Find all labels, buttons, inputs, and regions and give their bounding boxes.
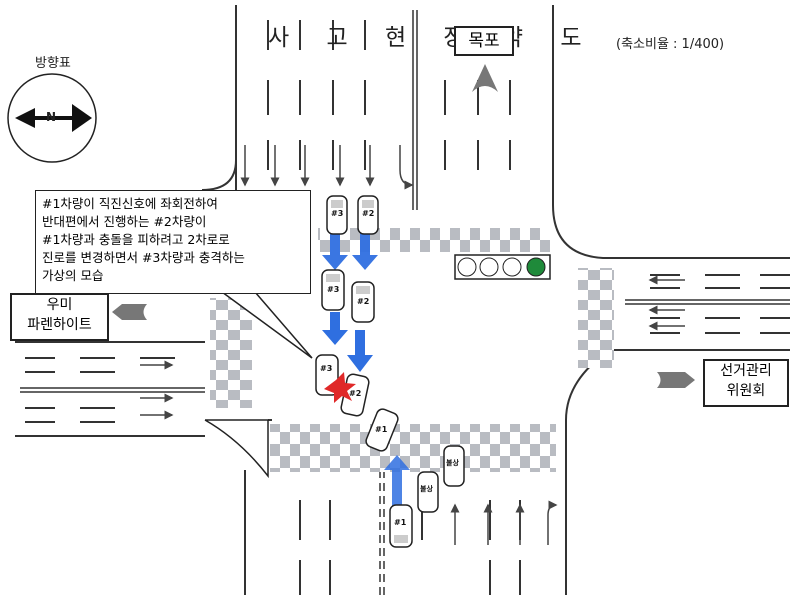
sign-right-line-1: 선거관리 [720,363,772,379]
vehicle-1-label-b: #1 [375,425,388,434]
crosswalk-north [318,228,550,252]
vehicle-2-mid [351,281,375,323]
vehicle-3-label-c: #3 [320,364,333,373]
callout-line-3: #1차량과 충돌을 피하려고 2차로로 [42,232,230,247]
sign-left-line-2: 파렌하이트 [27,317,92,333]
callout-pointer [221,291,313,359]
sign-mokpo: 목포 [454,26,514,56]
lane-arrows-north [240,145,414,190]
vehicle-1-impact [365,408,399,452]
crosswalk-east [578,268,614,368]
left-arrow-icon [112,304,147,320]
callout-line-2: 반대편에서 진행하는 #2차량이 [42,214,207,229]
lane-arrows-south [450,500,558,545]
north-arrow-icon [7,73,97,163]
vehicle-2-start [357,195,379,235]
impact-marker [324,372,356,403]
accident-description-callout: #1차량이 직진신호에 좌회전하여 반대편에서 진행하는 #2차량이 #1차량과… [35,190,311,294]
vehicle-1-label-a: #1 [394,518,407,527]
sign-election-commission: 선거관리 위원회 [703,359,789,407]
callout-line-1: #1차량이 직진신호에 좌회전하여 [42,196,218,211]
median-lines [20,10,790,595]
parked-car-1 [417,471,439,513]
travel-arrows [322,232,410,520]
vehicle-1-start [389,504,413,548]
crosswalk-west [210,298,252,408]
lane-arrows-east [648,275,685,331]
sign-umi-fahrenheit: 우미 파렌하이트 [10,293,109,341]
parked-car-2 [443,445,465,487]
crosswalk-south [270,424,556,472]
right-arrow-icon [657,372,695,388]
vehicle-3-start [326,195,348,235]
diagram-title: 사 고 현 장 약 도 [268,25,597,51]
scale-note: (축소비율 : 1/400) [616,37,725,52]
compass-letter: N [46,110,57,124]
vehicle-3-mid [321,269,345,311]
vehicle-2-label-b: #2 [357,297,370,306]
up-arrow-icon [472,64,498,92]
sign-pointer [204,419,269,479]
road-edges [15,5,790,595]
compass-label: 방향표 [35,56,71,71]
vehicle-3-label-b: #3 [327,285,340,294]
parked-car-1-label: 불상 [420,485,433,493]
callout-line-5: 가상의 모습 [42,268,104,283]
sign-right-line-2: 위원회 [726,383,766,399]
callout-line-4: 진로를 변경하면서 #3차량과 충격하는 [42,250,245,265]
vehicle-2-label-c: #2 [349,389,362,398]
vehicle-3-label-a: #3 [331,209,344,218]
sign-left-line-1: 우미 [46,297,73,313]
traffic-signal [454,254,551,280]
lane-arrows-west [140,360,174,420]
vehicle-2-label-a: #2 [362,209,375,218]
parked-car-2-label: 불상 [446,459,459,467]
